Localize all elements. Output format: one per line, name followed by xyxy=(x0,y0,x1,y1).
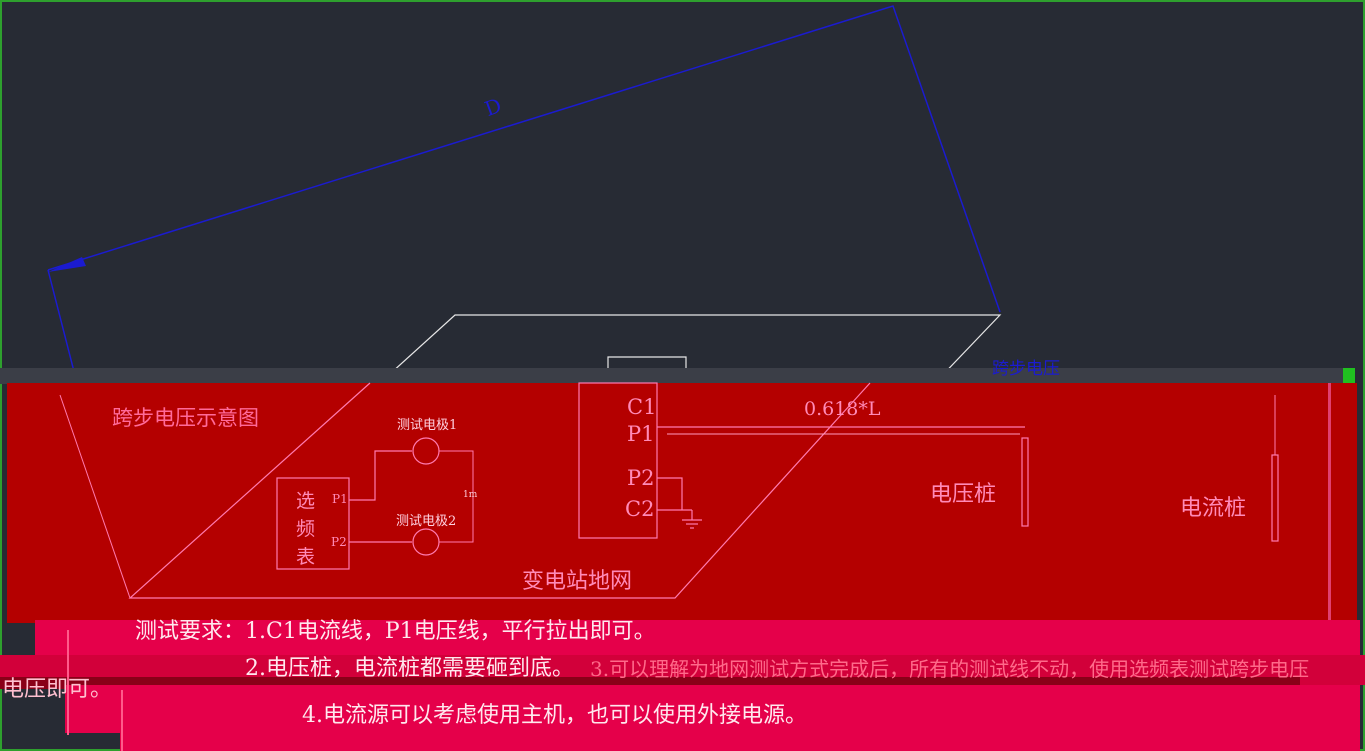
electrode-span-label: 1m xyxy=(463,490,478,500)
electrode2-label: 测试电极2 xyxy=(396,514,457,529)
dimension-line xyxy=(47,5,1001,313)
note-line-2b: 3.可以理解为地网测试方式完成后，所有的测试线不动，使用选频表测试跨步电压 xyxy=(590,657,1310,681)
terminal-p1: P1 xyxy=(627,422,655,446)
diagram-title: 跨步电压示意图 xyxy=(112,406,259,430)
note-line-1: 测试要求：1.C1电流线，P1电压线，平行拉出即可。 xyxy=(135,619,656,644)
electrode-span-dimension xyxy=(439,450,474,543)
current-stake-label: 电流桩 xyxy=(1180,496,1247,521)
voltage-stake xyxy=(1021,437,1029,527)
note-band-3 xyxy=(65,685,1360,733)
ground-plane-outline-top xyxy=(379,314,1002,384)
meter-p1-label: P1 xyxy=(332,492,348,506)
terminal-c2: C2 xyxy=(625,497,655,521)
meter-name-2: 频 xyxy=(296,518,316,540)
divider-band xyxy=(0,368,1345,384)
note-line-2c: 电压即可。 xyxy=(2,677,113,702)
note-band-1 xyxy=(35,620,1360,655)
terminal-c1: C1 xyxy=(627,395,657,419)
electrode1-label: 测试电极1 xyxy=(397,418,458,433)
note-line-2a: 2.电压桩，电流桩都需要砸到底。 xyxy=(245,656,574,681)
voltage-stake-label: 电压桩 xyxy=(930,482,997,507)
dimension-arrow xyxy=(48,257,86,272)
ground-grid-label: 变电站地网 xyxy=(522,569,633,594)
ground-plane-outline xyxy=(128,382,871,599)
dimension-extension-lower xyxy=(59,394,131,599)
distance-label: 0.618*L xyxy=(804,398,881,420)
wire-p1 xyxy=(349,450,412,501)
note-band-4 xyxy=(120,733,1360,751)
frequency-meter-box xyxy=(276,477,350,570)
terminal-p2: P2 xyxy=(627,466,655,490)
meter-p2-label: P2 xyxy=(331,535,347,549)
red-region-edge xyxy=(1328,383,1331,623)
instrument-box xyxy=(578,382,658,539)
meter-name-3: 表 xyxy=(296,546,316,568)
top-right-label: 跨步电压 xyxy=(992,359,1060,379)
meter-name-1: 选 xyxy=(296,490,316,512)
green-marker xyxy=(1343,368,1355,383)
wire-p2-c2 xyxy=(657,477,683,510)
note-line-3: 4.电流源可以考虑使用主机，也可以使用外接电源。 xyxy=(302,703,807,728)
